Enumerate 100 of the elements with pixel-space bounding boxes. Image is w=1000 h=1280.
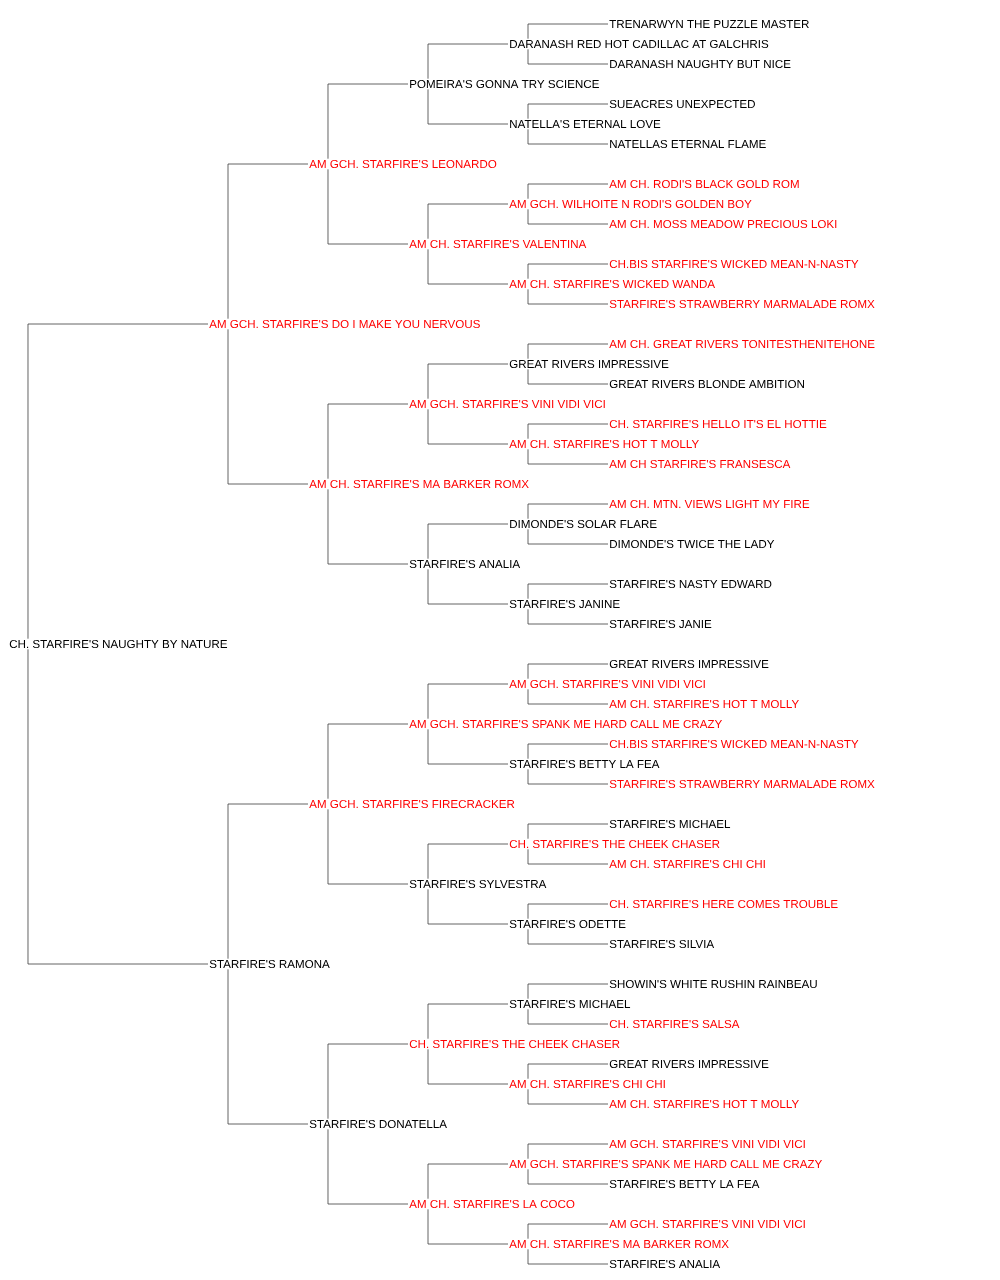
- connector-line: [527, 48, 609, 65]
- connector-line: [427, 683, 509, 720]
- dog-name: DARANASH NAUGHTY BUT NICE: [610, 59, 791, 69]
- connector-line: [327, 1043, 409, 1120]
- connector-line: [527, 823, 609, 840]
- connector-line: [327, 1128, 409, 1205]
- dog-name: AM CH STARFIRE'S FRANSESCA: [609, 459, 791, 469]
- dog-name: CH. STARFIRE'S HELLO IT'S EL HOTTIE: [609, 419, 827, 429]
- dog-name: AM GCH. STARFIRE'S VINI VIDI VICI: [609, 1139, 805, 1149]
- dog-name: DIMONDE'S SOLAR FLARE: [510, 519, 657, 529]
- dog-name: STARFIRE'S MICHAEL: [509, 999, 631, 1009]
- connector-line: [227, 328, 309, 485]
- dog-name: STARFIRE'S BETTY LA FEA: [509, 759, 660, 769]
- connector-line: [427, 43, 509, 80]
- connector-line: [527, 1008, 609, 1025]
- dog-name: NATELLAS ETERNAL FLAME: [610, 139, 766, 149]
- connector-line: [427, 1003, 509, 1040]
- dog-name: AM CH. MOSS MEADOW PRECIOUS LOKI: [609, 219, 837, 229]
- dog-name: AM CH. STARFIRE'S HOT T MOLLY: [609, 1099, 799, 1109]
- connector-line: [327, 83, 409, 160]
- connector-line: [527, 608, 609, 625]
- dog-name: STARFIRE'S STRAWBERRY MARMALADE ROMX: [609, 299, 875, 309]
- connector-line: [527, 1063, 609, 1080]
- dog-name: AM GCH. STARFIRE'S SPANK ME HARD CALL ME CRAZY: [509, 1159, 823, 1169]
- connector-line: [527, 743, 609, 760]
- connector-line: [527, 448, 609, 465]
- dog-name: AM CH. STARFIRE'S HOT T MOLLY: [609, 699, 799, 709]
- dog-name: AM CH. STARFIRE'S CHI CHI: [509, 1079, 665, 1089]
- connector-line: [527, 368, 609, 385]
- dog-name: AM GCH. STARFIRE'S VINI VIDI VICI: [409, 399, 605, 409]
- dog-name: AM GCH. STARFIRE'S SPANK ME HARD CALL ME CRAZY: [409, 719, 723, 729]
- dog-name: STARFIRE'S JANIE: [609, 619, 712, 629]
- connector-line: [527, 663, 609, 680]
- dog-name: STARFIRE'S ODETTE: [509, 919, 626, 929]
- dog-name: AM CH. STARFIRE'S WICKED WANDA: [509, 279, 716, 289]
- dog-name: STARFIRE'S DONATELLA: [309, 1119, 447, 1129]
- connector-line: [327, 403, 409, 480]
- connector-line: [427, 728, 509, 765]
- connector-line: [527, 423, 609, 440]
- connector-line: [527, 928, 609, 945]
- connector-line: [527, 208, 609, 225]
- dog-name: STARFIRE'S JANINE: [509, 599, 620, 609]
- dog-name: AM CH. STARFIRE'S LA COCO: [409, 1199, 575, 1209]
- connector-line: [427, 568, 509, 605]
- connector-line: [427, 843, 509, 880]
- connector-line: [527, 583, 609, 600]
- dog-name: STARFIRE'S SILVIA: [609, 939, 715, 949]
- dog-name: DIMONDE'S TWICE THE LADY: [610, 539, 775, 549]
- connector-line: [527, 128, 609, 145]
- dog-name: CH. STARFIRE'S HERE COMES TROUBLE: [609, 899, 838, 909]
- dog-name: AM CH. MTN. VIEWS LIGHT MY FIRE: [609, 499, 810, 509]
- connector-line: [527, 848, 609, 865]
- connector-line: [527, 23, 609, 40]
- dog-name: AM CH. GREAT RIVERS TONITESTHENITEHONE: [609, 339, 875, 349]
- dog-name: STARFIRE'S ANALIA: [409, 559, 521, 569]
- dog-name: CH.BIS STARFIRE'S WICKED MEAN-N-NASTY: [609, 739, 859, 749]
- dog-name: CH. STARFIRE'S THE CHEEK CHASER: [509, 839, 720, 849]
- connector-line: [327, 168, 409, 245]
- dog-name: STARFIRE'S STRAWBERRY MARMALADE ROMX: [609, 779, 875, 789]
- connector-line: [527, 1088, 609, 1105]
- dog-name: AM GCH. STARFIRE'S VINI VIDI VICI: [509, 679, 705, 689]
- connector-line: [527, 903, 609, 920]
- connector-line: [527, 1223, 609, 1240]
- connector-line: [227, 968, 309, 1125]
- connector-line: [27, 648, 209, 965]
- connector-line: [427, 1208, 509, 1245]
- dog-name: STARFIRE'S MICHAEL: [609, 819, 731, 829]
- dog-name: TRENARWYN THE PUZZLE MASTER: [609, 19, 809, 29]
- connector-line: [327, 808, 409, 885]
- dog-name: AM CH. STARFIRE'S CHI CHI: [609, 859, 765, 869]
- connector-line: [527, 1168, 609, 1185]
- dog-name: DARANASH RED HOT CADILLAC AT GALCHRIS: [510, 39, 769, 49]
- dog-name: STARFIRE'S SYLVESTRA: [409, 879, 547, 889]
- dog-name: GREAT RIVERS IMPRESSIVE: [609, 659, 769, 669]
- dog-name: AM CH. STARFIRE'S VALENTINA: [409, 239, 587, 249]
- connector-line: [527, 263, 609, 280]
- connector-line: [327, 723, 409, 800]
- dog-name: STARFIRE'S NASTY EDWARD: [609, 579, 772, 589]
- dog-name: AM CH. STARFIRE'S MA BARKER ROMX: [309, 479, 529, 489]
- connector-line: [427, 88, 509, 125]
- dog-name: GREAT RIVERS IMPRESSIVE: [509, 359, 669, 369]
- dog-name: AM GCH. STARFIRE'S VINI VIDI VICI: [609, 1219, 805, 1229]
- dog-name: STARFIRE'S ANALIA: [609, 1259, 721, 1269]
- connector-line: [427, 1163, 509, 1200]
- dog-name: AM CH. STARFIRE'S MA BARKER ROMX: [509, 1239, 729, 1249]
- connector-line: [427, 523, 509, 560]
- dog-name: AM GCH. STARFIRE'S LEONARDO: [309, 159, 497, 169]
- connector-line: [427, 408, 509, 445]
- dog-name: GREAT RIVERS BLONDE AMBITION: [609, 379, 804, 389]
- connector-line: [227, 803, 309, 960]
- connector-line: [527, 983, 609, 1000]
- dog-name: AM CH. RODI'S BLACK GOLD ROM: [609, 179, 799, 189]
- dog-name: POMEIRA'S GONNA TRY SCIENCE: [410, 79, 599, 89]
- connector-line: [527, 103, 609, 120]
- connector-line: [427, 1048, 509, 1085]
- connector-line: [427, 363, 509, 400]
- connector-line: [527, 183, 609, 200]
- connector-line: [527, 768, 609, 785]
- connector-line: [327, 488, 409, 565]
- dog-name: STARFIRE'S BETTY LA FEA: [609, 1179, 760, 1189]
